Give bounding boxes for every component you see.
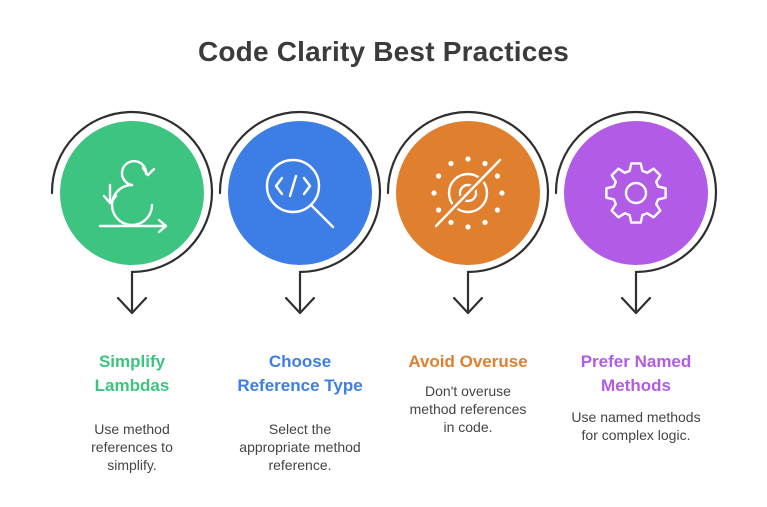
step-2-arrow-icon <box>284 296 316 315</box>
step-3-arc <box>386 110 550 312</box>
step-3-text: Avoid Overuse Don't overuse method refer… <box>383 350 553 436</box>
step-3-arrow-icon <box>452 296 484 315</box>
step-4-title: Prefer Named Methods <box>580 352 692 395</box>
step-2-text: Choose Reference Type Select the appropr… <box>215 350 385 474</box>
step-1-arc <box>50 110 214 312</box>
gear-icon <box>605 162 667 224</box>
step-4-circle <box>564 121 708 265</box>
step-4-arrow-icon <box>620 296 652 315</box>
step-4-text: Prefer Named Methods Use named methods f… <box>551 350 721 444</box>
flow-loop-icon <box>98 159 168 234</box>
step-3-title: Avoid Overuse <box>408 352 528 371</box>
step-2-title: Choose Reference Type <box>237 352 363 395</box>
diagram-title: Code Clarity Best Practices <box>197 36 570 67</box>
step-2-arc <box>218 110 382 312</box>
code-search-icon <box>265 158 335 229</box>
step-3-description: Don't overuse method references in code. <box>409 383 527 435</box>
no-target-icon <box>431 156 505 230</box>
step-2-description: Select the appropriate method reference. <box>239 421 361 473</box>
step-1-text: Simplify Lambdas Use method references t… <box>47 350 217 474</box>
step-4-description: Use named methods for complex logic. <box>571 409 701 443</box>
step-1-circle <box>60 121 204 265</box>
step-4-arc <box>554 110 718 312</box>
step-1-title: Simplify Lambdas <box>94 352 170 395</box>
step-1-description: Use method references to simplify. <box>91 421 173 473</box>
step-2-circle <box>228 121 372 265</box>
step-1-arrow-icon <box>116 296 148 315</box>
